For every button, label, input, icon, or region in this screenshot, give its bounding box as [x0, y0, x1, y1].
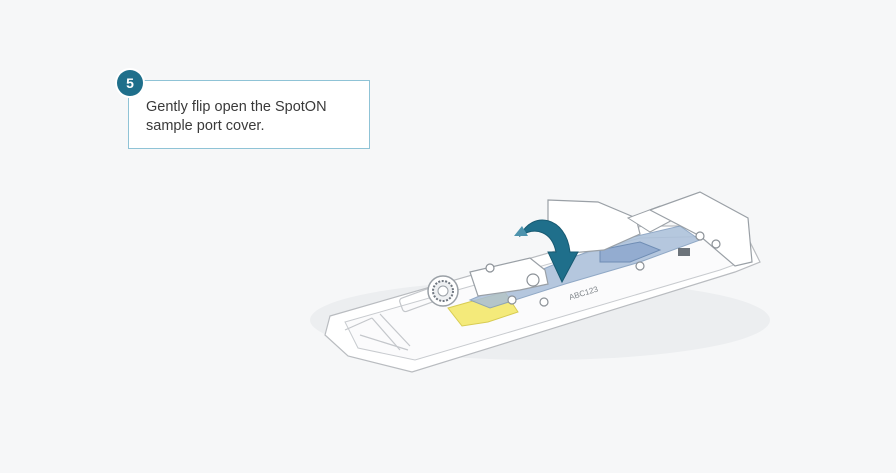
flip-arrow-tail	[514, 226, 528, 236]
step-number-badge: 5	[117, 70, 143, 96]
flip-arrow-icon	[518, 219, 579, 284]
spoton-sample-port	[526, 273, 540, 287]
screws	[485, 231, 721, 307]
barcode-chip	[678, 248, 690, 256]
priming-port	[427, 275, 459, 307]
sensor-array	[599, 241, 662, 263]
step-instruction-text: Gently flip open the SpotON sample port …	[146, 99, 327, 134]
step-instruction-card: Gently flip open the SpotON sample port …	[128, 80, 370, 149]
